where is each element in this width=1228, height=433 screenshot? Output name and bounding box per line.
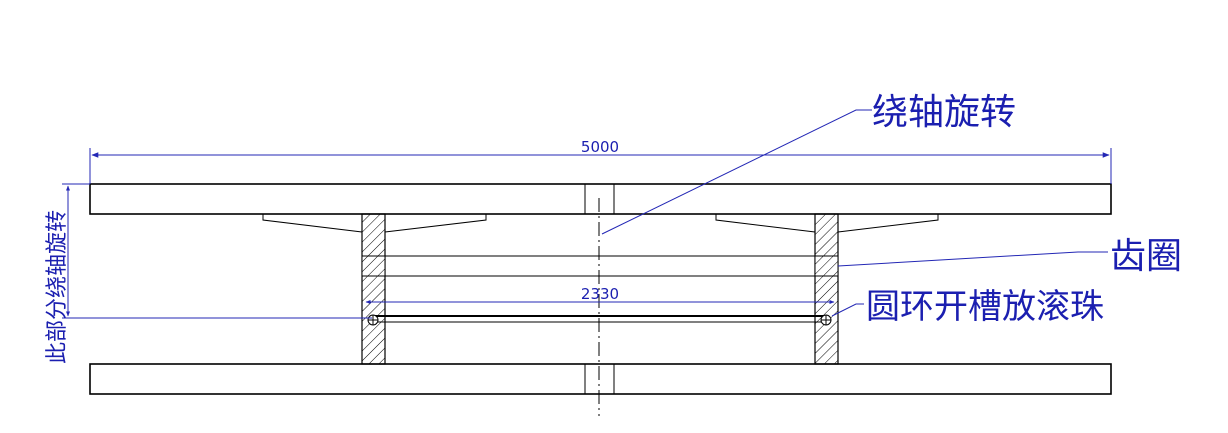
right-column bbox=[814, 213, 839, 365]
label-rotate-about-axis: 绕轴旋转 bbox=[872, 92, 1016, 133]
label-part-rotates: 此部分绕轴旋转 bbox=[45, 210, 70, 364]
label-ball-groove: 圆环开槽放滚珠 bbox=[866, 287, 1104, 327]
dimension-ring-label: 2330 bbox=[581, 285, 619, 303]
dimension-overall: 5000 bbox=[89, 138, 1112, 184]
left-bracket bbox=[262, 214, 487, 233]
bottom-plate bbox=[89, 363, 1112, 395]
leader-gear-ring bbox=[837, 251, 1108, 267]
top-plate bbox=[89, 183, 1112, 215]
label-gear-ring: 齿圈 bbox=[1110, 236, 1182, 277]
leader-ball-groove bbox=[831, 303, 864, 317]
dimension-overall-label: 5000 bbox=[581, 138, 619, 156]
gear-ring bbox=[362, 255, 838, 277]
left-column bbox=[361, 213, 386, 365]
leader-rotate-axis bbox=[601, 109, 872, 235]
rotating-part-extent bbox=[62, 183, 372, 319]
dimension-ring: 2330 bbox=[365, 285, 835, 304]
right-bracket bbox=[715, 214, 939, 233]
